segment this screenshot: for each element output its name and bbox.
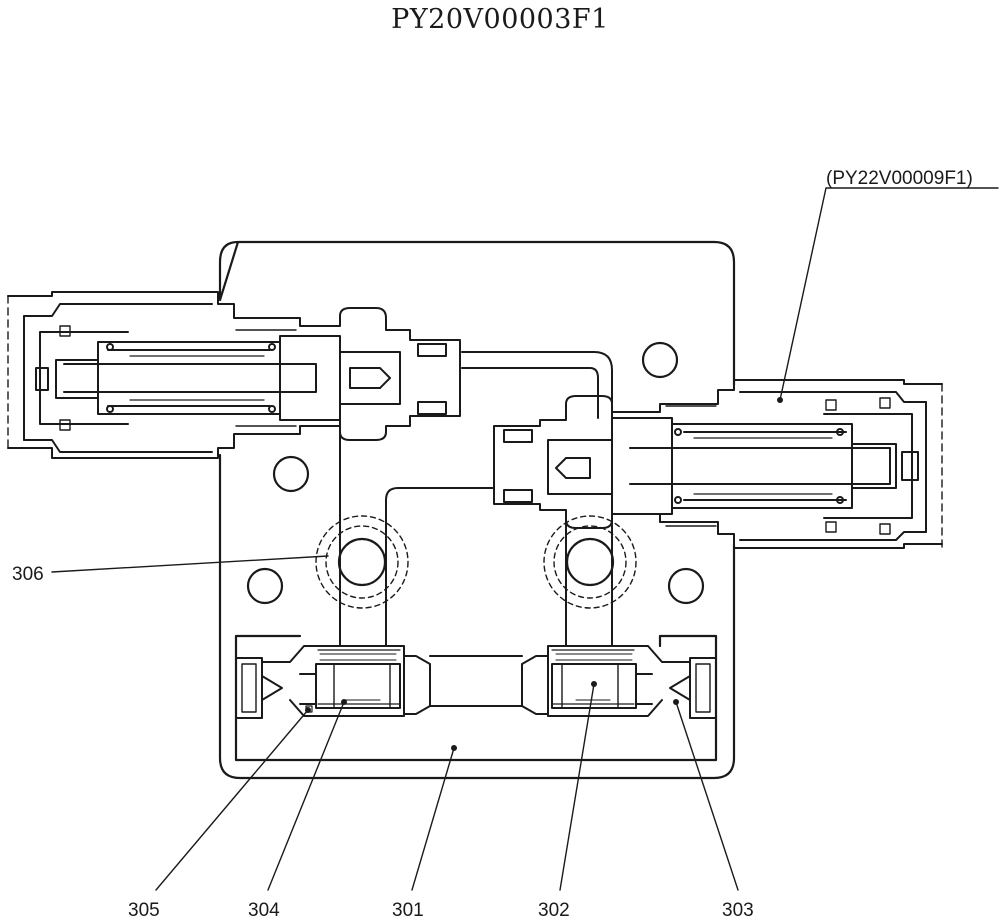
- left-check-valve: [235, 645, 431, 719]
- callout-302: 302: [538, 900, 570, 921]
- callout-304: 304: [248, 900, 280, 921]
- leader-dots: [305, 397, 783, 751]
- leader-306: [51, 555, 329, 573]
- reference-label: (PY22V00009F1): [826, 168, 973, 189]
- internal-passages: [339, 351, 613, 707]
- leader-302: [559, 683, 595, 891]
- port-left: [337, 537, 387, 587]
- port-ring-right-outer: [543, 515, 637, 609]
- leader-303: [675, 701, 739, 891]
- leader-301: [411, 747, 455, 891]
- leader-305: [155, 709, 309, 891]
- port-ring-left-outer: [315, 515, 409, 609]
- mounting-hole: [667, 567, 705, 605]
- valve-body-outline: [218, 240, 736, 780]
- leader-lines: [51, 187, 999, 891]
- lower-chamber-outline: [234, 634, 718, 762]
- leader-304: [267, 701, 345, 891]
- callout-306: 306: [12, 564, 44, 585]
- callout-303: 303: [722, 900, 754, 921]
- port-ring-right: [553, 525, 627, 599]
- callout-301: 301: [392, 900, 424, 921]
- mounting-hole: [641, 341, 679, 379]
- diagram-title: PY20V00003F1: [391, 4, 609, 35]
- port-ring-left: [325, 525, 399, 599]
- right-check-valve: [521, 645, 717, 719]
- mounting-hole: [272, 455, 310, 493]
- leader-reference: [779, 187, 999, 401]
- left-relief-valve-cartridge: [7, 291, 461, 459]
- callout-305: 305: [128, 900, 160, 921]
- mounting-hole: [246, 567, 284, 605]
- port-right: [565, 537, 615, 587]
- right-relief-valve-cartridge: [493, 379, 943, 549]
